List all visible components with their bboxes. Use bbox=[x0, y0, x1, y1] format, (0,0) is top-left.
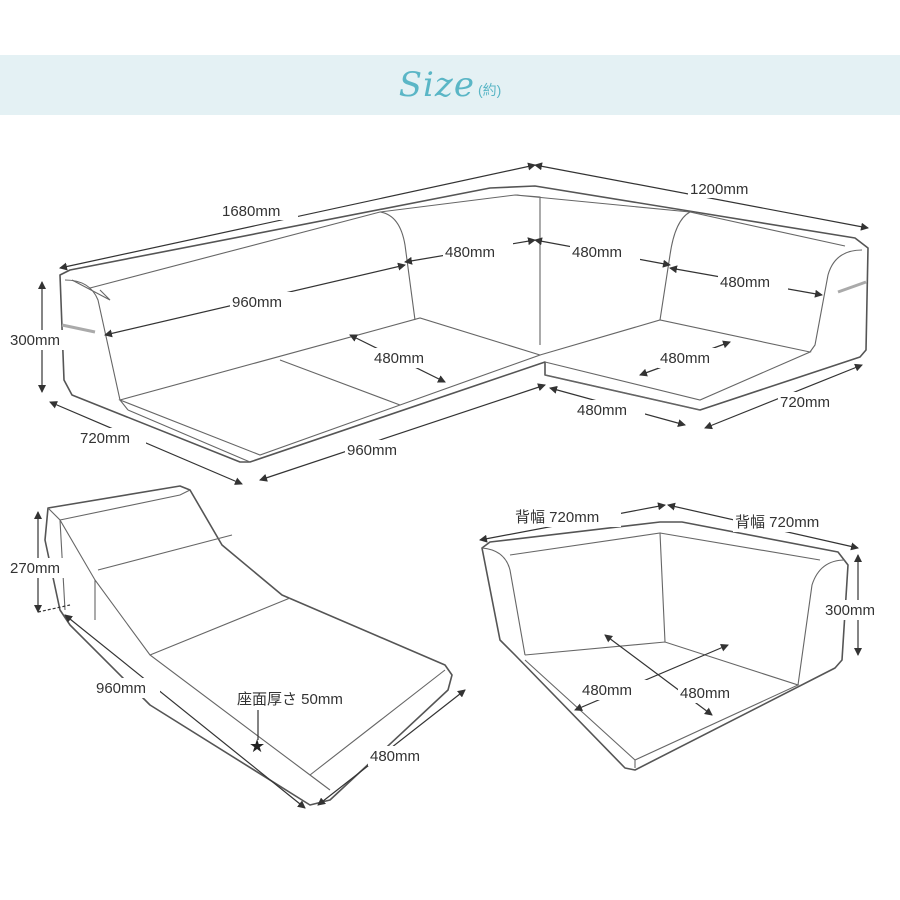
sofa-armrest-left bbox=[64, 279, 129, 411]
label-couch-length: 960mm bbox=[96, 680, 146, 697]
sofa-labels: 1680mm 1200mm 300mm 480mm 480mm 480mm 96… bbox=[8, 178, 848, 460]
label-front-right: 480mm bbox=[577, 402, 627, 419]
sofa-armrest-right bbox=[809, 249, 863, 353]
sofa-tab-right bbox=[837, 280, 867, 294]
label-couch-height: 270mm bbox=[10, 560, 60, 577]
label-corner-back-right: 背幅 720mm bbox=[735, 514, 819, 531]
star-marker-icon: ★ bbox=[249, 736, 265, 756]
label-couch-seat-thickness: 座面厚さ 50mm bbox=[237, 691, 343, 708]
size-subtitle: (約) bbox=[477, 82, 502, 98]
label-corner-seat-a: 480mm bbox=[582, 682, 632, 699]
label-seat-a: 480mm bbox=[374, 350, 424, 367]
label-depth-left: 720mm bbox=[80, 430, 130, 447]
label-back-b: 480mm bbox=[572, 244, 622, 261]
label-back-a: 480mm bbox=[445, 244, 495, 261]
corner-unit-drawing bbox=[481, 521, 849, 771]
label-seat-b: 480mm bbox=[660, 350, 710, 367]
dim-couch-length bbox=[64, 614, 306, 809]
label-sofa-height: 300mm bbox=[10, 332, 60, 349]
label-corner-height: 300mm bbox=[825, 602, 875, 619]
label-corner-seat-b: 480mm bbox=[680, 685, 730, 702]
size-header-banner: Size (約) bbox=[0, 55, 900, 115]
label-depth-right: 720mm bbox=[780, 394, 830, 411]
sofa-back-outline bbox=[59, 185, 869, 463]
label-corner-width: 1200mm bbox=[690, 181, 748, 198]
label-back-c: 480mm bbox=[720, 274, 770, 291]
couch-labels: 270mm 960mm 座面厚さ 50mm ★ 480mm bbox=[8, 558, 438, 766]
label-front-left: 960mm bbox=[347, 442, 397, 459]
corner-outline bbox=[481, 521, 849, 771]
label-total-width: 1680mm bbox=[222, 203, 280, 220]
label-seat-long: 960mm bbox=[232, 294, 282, 311]
dim-front-960 bbox=[259, 383, 546, 482]
label-couch-width: 480mm bbox=[370, 748, 420, 765]
dim-couch-height-ext bbox=[37, 604, 71, 613]
l-sofa-drawing bbox=[59, 185, 869, 463]
corner-labels: 背幅 720mm 背幅 720mm 300mm 480mm 480mm bbox=[513, 507, 895, 703]
label-corner-back-left: 背幅 720mm bbox=[515, 509, 599, 526]
size-title: Size bbox=[398, 65, 475, 105]
sofa-tab-left bbox=[61, 323, 96, 334]
